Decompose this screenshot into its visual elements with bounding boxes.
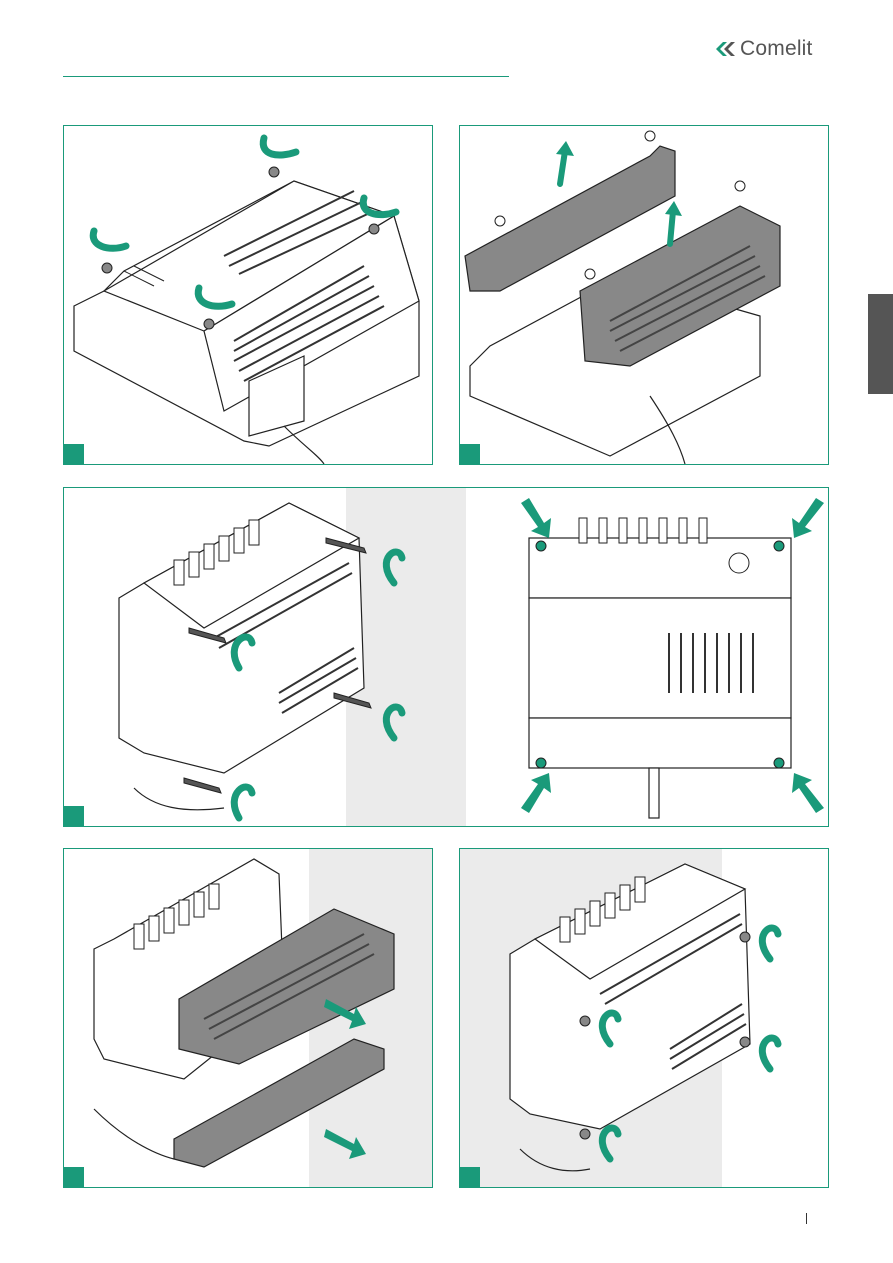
comelit-logo-icon — [716, 42, 736, 56]
side-tab — [868, 294, 893, 394]
panel-corner-marker — [460, 444, 480, 464]
wall-mount-screws-icon — [64, 488, 469, 826]
page-number-marker — [806, 1213, 807, 1224]
header-rule — [63, 76, 509, 77]
unscrew-cover-icon — [64, 126, 432, 464]
panel-corner-marker — [64, 806, 84, 826]
panel-step-2 — [459, 125, 829, 465]
panel-step-6 — [459, 848, 829, 1188]
panel-step-1 — [63, 125, 433, 465]
brand-logo: Comelit — [716, 37, 813, 61]
panel-corner-marker — [64, 444, 84, 464]
mounting-holes-front-icon — [519, 493, 829, 825]
brand-name: Comelit — [740, 37, 813, 61]
panel-corner-marker — [460, 1167, 480, 1187]
panel-corner-marker — [64, 1167, 84, 1187]
panel-step-5 — [63, 848, 433, 1188]
screw-cover-icon — [460, 849, 828, 1187]
panel-step-3 — [63, 487, 829, 827]
refit-cover-icon — [64, 849, 432, 1187]
remove-cover-icon — [460, 126, 828, 464]
